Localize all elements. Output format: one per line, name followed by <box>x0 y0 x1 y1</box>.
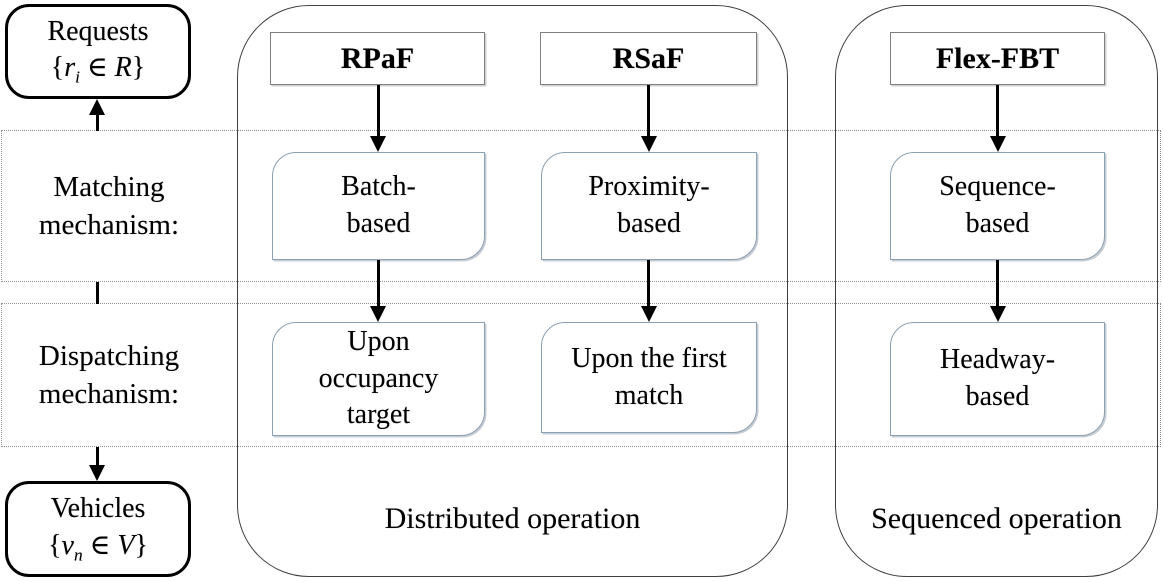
node-batch-based: Batch- based <box>272 152 485 260</box>
arrow-flexfbt-to-sequence-line <box>996 85 999 137</box>
dispatching-mechanism-label: Dispatching mechanism: <box>38 339 180 410</box>
node-upon-occupancy-target: Upon occupancy target <box>272 322 485 436</box>
distributed-operation-label: Distributed operation <box>384 502 641 535</box>
node-sequence-based: Sequence- based <box>890 152 1105 260</box>
arrow-down-to-vehicles-line <box>95 447 99 467</box>
arrow-proximity-to-firstmatch-line <box>647 260 650 307</box>
requests-math: {ri ∈ R} <box>50 52 146 87</box>
node-upon-first-match: Upon the first match <box>541 322 757 433</box>
arrow-flexfbt-to-sequence-head <box>989 136 1006 152</box>
arrow-sequence-to-headway-line <box>996 260 999 307</box>
rail-connector-line <box>95 282 99 304</box>
vehicles-box: Vehicles {vn ∈ V} <box>5 481 191 577</box>
arrow-down-to-vehicles-head <box>89 465 105 481</box>
arrow-up-to-requests-head <box>89 99 105 115</box>
node-headway-based: Headway- based <box>890 322 1105 436</box>
arrow-rsaf-to-proximity-head <box>640 136 657 152</box>
requests-box: Requests {ri ∈ R} <box>5 4 191 99</box>
requests-title: Requests <box>47 15 149 47</box>
dispatching-mechanism-band <box>1 303 1161 447</box>
arrow-batch-to-occupancy-line <box>376 260 380 307</box>
header-flex-fbt: Flex-FBT <box>890 32 1105 85</box>
arrow-proximity-to-firstmatch-head <box>640 306 657 322</box>
arrow-rsaf-to-proximity-line <box>647 85 650 137</box>
header-rpaf: RPaF <box>270 32 485 85</box>
arrow-sequence-to-headway-head <box>989 306 1006 322</box>
distributed-operation-container <box>237 5 788 577</box>
arrow-up-to-requests-line <box>95 113 99 131</box>
sequenced-operation-container <box>835 5 1158 577</box>
matching-mechanism-band <box>1 130 1161 282</box>
node-proximity-based: Proximity- based <box>541 152 757 260</box>
sequenced-operation-label: Sequenced operation <box>871 502 1122 535</box>
vehicles-title: Vehicles <box>50 493 146 525</box>
vehicles-math: {vn ∈ V} <box>48 529 148 565</box>
arrow-rpaf-to-batch-head <box>370 136 386 152</box>
arrow-rpaf-to-batch-line <box>376 85 380 137</box>
header-rsaf: RSaF <box>540 32 757 85</box>
arrow-batch-to-occupancy-head <box>370 306 386 322</box>
matching-mechanism-label: Matching mechanism: <box>38 170 180 241</box>
